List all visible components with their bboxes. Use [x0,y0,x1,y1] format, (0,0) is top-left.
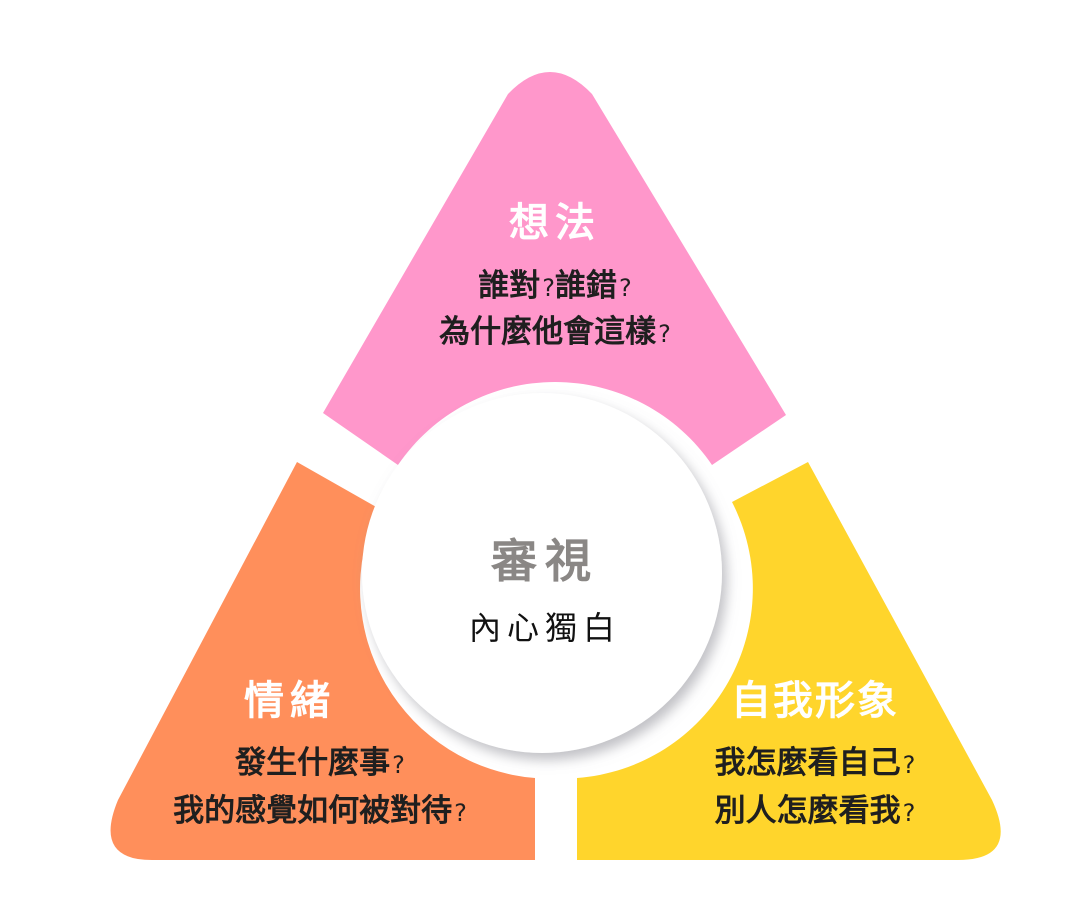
top-line-2-q: ? [658,320,671,348]
center-circle [362,393,722,753]
right-line-1-text: 我怎麼看自己 [714,745,901,781]
left-line-1-q: ? [392,751,405,779]
center-title: 審視 [491,534,599,588]
top-line-1: 誰對?誰錯? [380,265,730,309]
left-line-2-q: ? [454,799,467,827]
right-line-1-q: ? [902,751,916,779]
left-title: 情緒 [244,678,336,724]
left-line-2-text: 我的感覺如何被對待 [173,793,453,829]
right-line-2: 別人怎麼看我? [610,790,1020,834]
top-line-1-b: 誰錯 [555,268,617,304]
center-subtitle: 內心獨白 [468,609,621,647]
top-line-1-a: 誰對 [478,268,541,304]
top-line-2-text: 為什麼他會這樣 [439,314,657,350]
top-line-2: 為什麼他會這樣? [360,311,750,355]
right-segment [577,462,1001,860]
left-line-2: 我的感覺如何被對待? [110,790,530,834]
right-line-1: 我怎麼看自己? [610,742,1020,786]
left-segment [110,462,536,860]
left-line-1-text: 發生什麼事 [235,745,391,781]
top-segment [323,72,786,465]
top-line-1-q2: ? [619,274,632,302]
top-line-1-q1: ? [542,274,555,302]
left-line-1: 發生什麼事? [110,742,530,786]
top-title: 想法 [509,200,601,246]
right-line-2-q: ? [902,799,916,827]
right-title: 自我形象 [731,678,899,724]
right-line-2-text: 別人怎麼看我 [714,793,901,829]
